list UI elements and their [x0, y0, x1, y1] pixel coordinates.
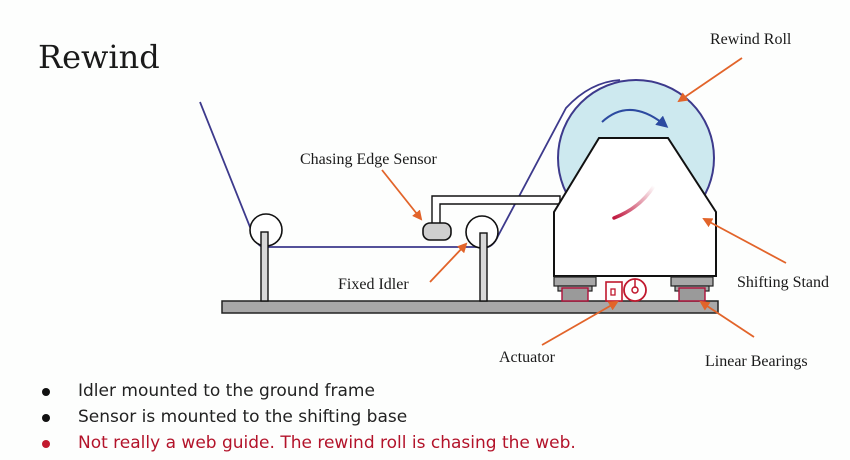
rewind-roll-arrow-icon	[677, 57, 743, 103]
fixed-idler-post	[479, 232, 488, 302]
bullet-dot-icon	[42, 414, 50, 422]
linear-bearing-right	[670, 276, 714, 302]
left-idler-post	[260, 231, 269, 302]
actuator-arrow-icon	[541, 301, 619, 346]
linear-bearing-left	[553, 276, 597, 302]
bullet-item: Idler mounted to the ground frame	[40, 378, 576, 404]
sensor-bracket	[431, 195, 561, 224]
rotation-arrow-icon	[601, 108, 669, 128]
actuator	[605, 278, 647, 302]
label-chasing-edge-sensor: Chasing Edge Sensor	[300, 151, 438, 168]
ground-frame	[221, 300, 719, 314]
label-rewind-roll: Rewind Roll	[710, 31, 792, 48]
linear-bearings-arrow-icon	[699, 300, 755, 338]
label-fixed-idler: Fixed Idler	[338, 276, 409, 293]
bullet-item-highlight: Not really a web guide. The rewind roll …	[40, 430, 576, 456]
label-actuator: Actuator	[499, 349, 556, 366]
label-shifting-stand: Shifting Stand	[737, 274, 829, 291]
bullet-dot-icon	[42, 388, 50, 396]
bullet-item: Sensor is mounted to the shifting base	[40, 404, 576, 430]
bullet-dot-icon	[42, 440, 50, 448]
shifting-stand-arrow-icon	[702, 218, 787, 264]
fixed-idler-arrow-icon	[429, 242, 468, 283]
sensor-arrow-icon	[381, 169, 423, 221]
slide-title: Rewind	[38, 38, 160, 76]
edge-sensor	[422, 222, 452, 241]
bullet-list: Idler mounted to the ground frame Sensor…	[40, 378, 576, 456]
stand-swoosh	[612, 184, 656, 220]
label-linear-bearings: Linear Bearings	[705, 353, 808, 370]
